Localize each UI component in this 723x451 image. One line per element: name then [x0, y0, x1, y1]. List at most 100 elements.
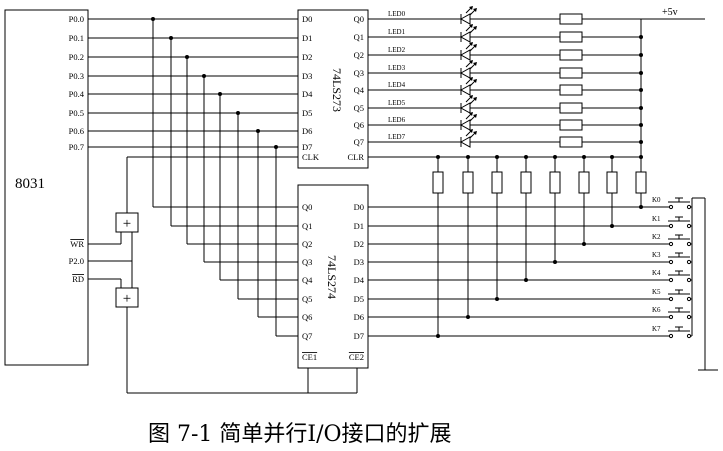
resistor [559, 31, 583, 43]
led-symbol [459, 60, 477, 79]
pin-label: Q5 [354, 103, 364, 113]
led-arrowhead [473, 62, 477, 66]
led-symbol [459, 95, 477, 114]
resistor [559, 49, 583, 61]
switch-label: K2 [652, 233, 661, 241]
switch-contact [668, 241, 674, 247]
led-triangle [459, 31, 471, 43]
pin-label: Q6 [354, 120, 364, 130]
switch-label: K7 [652, 325, 661, 333]
pin-label: WR [70, 239, 84, 249]
gate-body [115, 212, 139, 233]
pin-label: Q3 [354, 68, 364, 78]
pull-up-resistor [491, 171, 503, 194]
resistor [559, 84, 583, 96]
led-label: LED4 [388, 81, 406, 89]
pin-label: D7 [302, 142, 312, 152]
pin-label: D1 [302, 33, 312, 43]
pin-label: Q7 [354, 137, 364, 147]
components: 8031P0.0P0.1P0.2P0.3P0.4P0.5P0.6P0.7WRP2… [4, 6, 692, 369]
pin-label: Q4 [354, 85, 365, 95]
switch-contact [668, 204, 674, 210]
push-switch [668, 307, 692, 320]
switch-contact [686, 223, 692, 229]
led-triangle [459, 84, 471, 96]
led-arrowhead [469, 129, 473, 133]
resistor [559, 13, 583, 25]
supply-label: +5v [662, 7, 678, 18]
led-symbol [459, 6, 477, 25]
pin-label: D0 [302, 14, 312, 24]
pin-label: D4 [354, 275, 365, 285]
pin-label: CLK [302, 152, 320, 162]
pin-label: D7 [354, 331, 364, 341]
led-label: LED0 [388, 10, 406, 18]
pin-label: D4 [302, 89, 313, 99]
switch-contact [686, 277, 692, 283]
pin-label: D0 [354, 202, 364, 212]
pin-label: CE2 [349, 352, 364, 362]
pin-label: D3 [354, 257, 364, 267]
led-symbol [459, 77, 477, 96]
push-switch [668, 326, 692, 339]
led-label: LED7 [388, 133, 406, 141]
pull-up-resistor [635, 171, 647, 194]
resistor [559, 102, 583, 114]
chip-label: 74LS274 [325, 255, 339, 299]
resistor [559, 67, 583, 79]
led-symbol [459, 129, 477, 148]
pin-label: D5 [354, 294, 364, 304]
switch-contact [668, 296, 674, 302]
push-switch [668, 270, 692, 283]
led-arrowhead [469, 24, 473, 28]
pin-label: Q4 [302, 275, 313, 285]
pin-label: Q5 [302, 294, 312, 304]
led-symbol [459, 42, 477, 61]
pin-label: Q3 [302, 257, 312, 267]
switch-contact [686, 259, 692, 265]
switch-contact [668, 277, 674, 283]
led-arrowhead [473, 131, 477, 135]
led-arrowhead [473, 26, 477, 30]
push-switch [668, 216, 692, 229]
resistor [559, 119, 583, 131]
led-symbol [459, 112, 477, 131]
led-arrowhead [469, 6, 473, 10]
pin-label: CE1 [302, 352, 317, 362]
led-label: LED3 [388, 64, 406, 72]
switch-contact [686, 241, 692, 247]
pin-label: D5 [302, 108, 312, 118]
led-arrowhead [473, 8, 477, 12]
led-triangle [459, 102, 471, 114]
pull-up-resistor [520, 171, 532, 194]
chip-body [297, 184, 369, 369]
led-triangle [459, 49, 471, 61]
led-triangle [459, 119, 471, 131]
pin-label: P2.0 [69, 256, 84, 266]
pin-label: RD [72, 274, 84, 284]
pull-up-resistor [606, 171, 618, 194]
pin-label: P0.3 [69, 71, 84, 81]
led-arrowhead [473, 114, 477, 118]
pin-label: P0.1 [69, 33, 84, 43]
pin-label: P0.4 [69, 89, 85, 99]
figure-caption: 图 7-1 简单并行I/O接口的扩展 [148, 422, 452, 447]
or-gate-write: + [115, 212, 139, 233]
pin-label: D1 [354, 221, 364, 231]
pin-label: P0.5 [69, 108, 84, 118]
push-switch [668, 234, 692, 247]
push-switch [668, 197, 692, 210]
chip-8031: 8031P0.0P0.1P0.2P0.3P0.4P0.5P0.6P0.7WRP2… [4, 9, 89, 366]
pin-label: D3 [302, 71, 312, 81]
push-switch [668, 252, 692, 265]
pull-up-resistor [578, 171, 590, 194]
led-arrowhead [473, 79, 477, 83]
switch-label: K3 [652, 251, 661, 259]
pull-up-resistor [462, 171, 474, 194]
led-arrowhead [469, 77, 473, 81]
led-label: LED5 [388, 99, 406, 107]
pin-label: CLR [347, 152, 364, 162]
pin-label: P0.0 [69, 14, 84, 24]
